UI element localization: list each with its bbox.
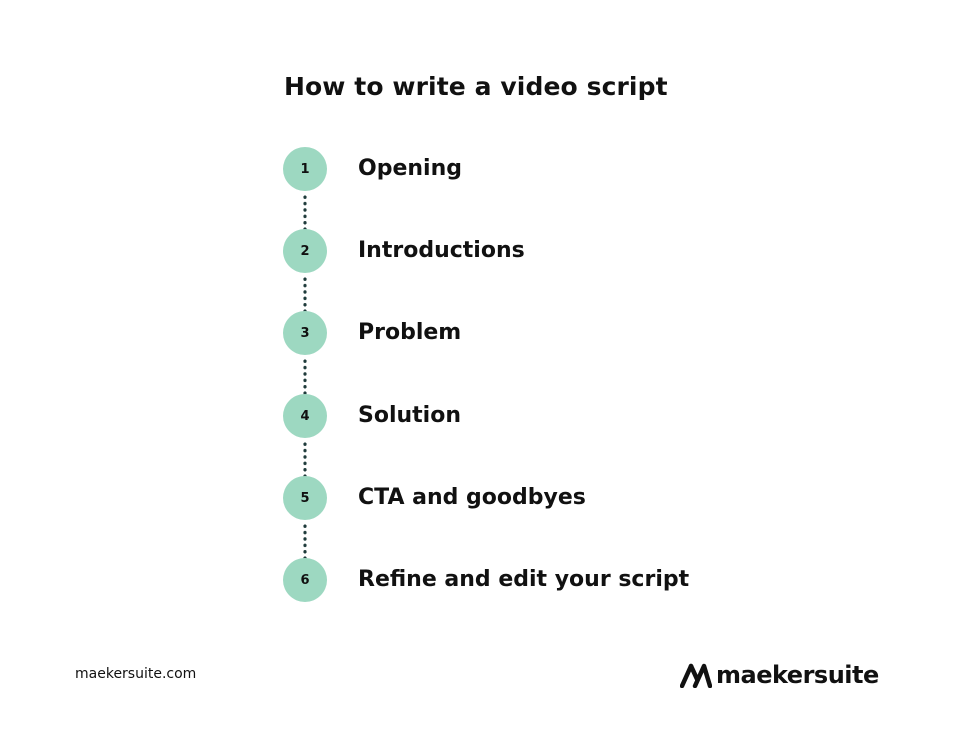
logo-wordmark: maekersuite xyxy=(716,661,879,689)
footer-url: maekersuite.com xyxy=(75,666,197,682)
step-label: Refine and edit your script xyxy=(358,567,690,592)
step-item: 3 Problem xyxy=(283,311,843,355)
step-number-badge: 2 xyxy=(283,229,327,273)
step-number-badge: 1 xyxy=(283,147,327,191)
dotted-connector xyxy=(303,358,307,396)
step-item: 5 CTA and goodbyes xyxy=(283,476,843,520)
step-number-badge: 4 xyxy=(283,394,327,438)
step-item: 4 Solution xyxy=(283,394,843,438)
step-item: 1 Opening xyxy=(283,147,843,191)
maekersuite-logo-icon xyxy=(680,663,712,688)
step-number-badge: 3 xyxy=(283,311,327,355)
dotted-connector xyxy=(303,523,307,561)
steps-timeline: 1 Opening 2 Introductions 3 Problem 4 So… xyxy=(283,147,843,603)
dotted-connector xyxy=(303,276,307,314)
maekersuite-logo: maekersuite xyxy=(680,660,879,690)
step-label: CTA and goodbyes xyxy=(358,485,586,510)
step-label: Problem xyxy=(358,320,462,345)
step-number-badge: 5 xyxy=(283,476,327,520)
step-label: Introductions xyxy=(358,238,525,263)
step-item: 2 Introductions xyxy=(283,229,843,273)
page-title: How to write a video script xyxy=(284,72,668,101)
dotted-connector xyxy=(303,441,307,479)
step-number-badge: 6 xyxy=(283,558,327,602)
step-item: 6 Refine and edit your script xyxy=(283,558,843,602)
step-label: Solution xyxy=(358,403,461,428)
step-label: Opening xyxy=(358,156,462,181)
dotted-connector xyxy=(303,194,307,232)
